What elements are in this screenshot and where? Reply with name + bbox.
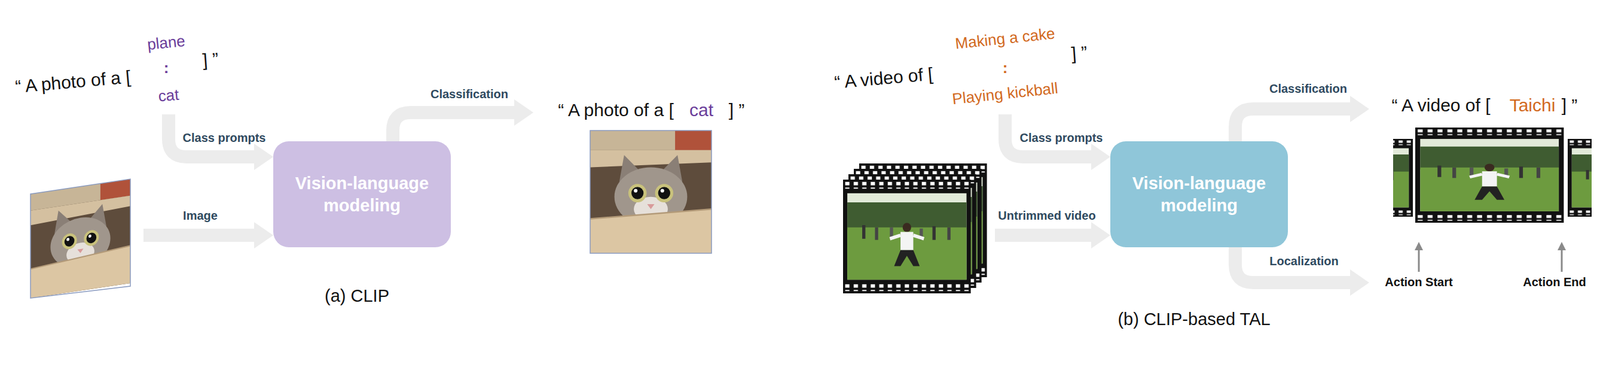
prompt-text: ] ” xyxy=(1070,42,1088,64)
marker-label: Action End xyxy=(1522,275,1587,289)
arrow-label: Class prompts xyxy=(182,130,267,145)
output-text: ] ” xyxy=(1561,95,1578,116)
arrow-label: Class prompts xyxy=(1020,130,1104,145)
video-frames xyxy=(843,163,988,293)
class-name: cat xyxy=(689,99,714,121)
arrow-label: Classification xyxy=(430,87,509,102)
output-text: “ A photo of a [ xyxy=(557,99,674,121)
class-name: plane xyxy=(146,32,186,54)
arrow-label: Untrimmed video xyxy=(997,208,1096,223)
boundary-marker xyxy=(1414,241,1566,272)
output-text: ] ” xyxy=(728,99,745,121)
class-name: Playing kickball xyxy=(951,79,1059,109)
arrow-label: Localization xyxy=(1269,254,1339,268)
cat-image xyxy=(590,130,712,253)
arrow-label: Image xyxy=(182,208,218,223)
class-name: cat xyxy=(157,86,180,106)
box-label: Vision-language modeling xyxy=(286,172,438,216)
flow-arrow xyxy=(143,108,1352,283)
marker-label: Action Start xyxy=(1384,275,1453,289)
model-box: Vision-language modeling xyxy=(273,141,451,247)
prompt-text: “ A video of [ xyxy=(833,63,934,94)
class-name: Taichi xyxy=(1509,95,1556,116)
prompt-text: ] ” xyxy=(201,49,219,71)
arrow-label: Classification xyxy=(1269,81,1348,96)
subfigure-caption: (a) CLIP xyxy=(324,285,390,306)
box-label: Vision-language modeling xyxy=(1123,172,1275,216)
arrow-head xyxy=(254,95,1370,296)
image-border xyxy=(30,178,131,298)
subfigure-caption: (b) CLIP-based TAL xyxy=(1117,309,1270,329)
output-text: “ A video of [ xyxy=(1391,95,1490,116)
class-name: Making a cake xyxy=(954,24,1056,53)
filmstrip xyxy=(1290,127,1600,223)
ellipsis: : xyxy=(163,59,170,78)
model-box: Vision-language modeling xyxy=(1110,141,1288,247)
prompt-text: “ A photo of a [ xyxy=(14,66,132,97)
ellipsis: : xyxy=(1002,59,1009,78)
cat-image xyxy=(30,178,131,298)
